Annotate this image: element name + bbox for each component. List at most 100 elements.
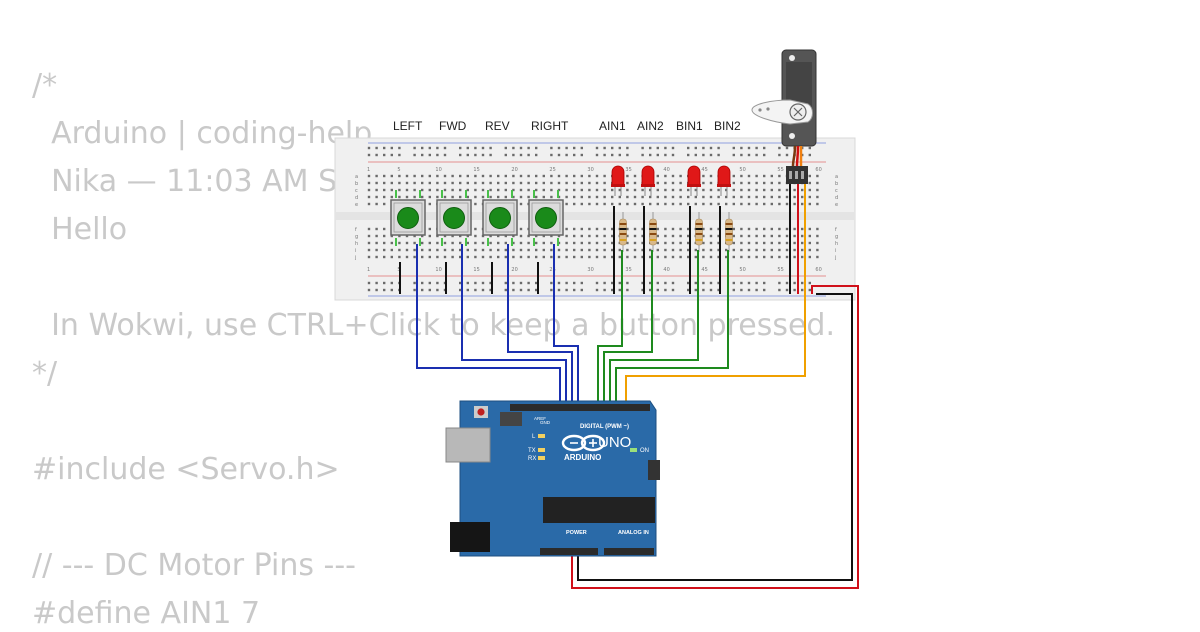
arduino-uno-board[interactable]: UNO ARDUINO DIGITAL (PWM ~) ANALOG IN PO… bbox=[445, 400, 660, 557]
breadboard-hole bbox=[656, 174, 659, 178]
breadboard-hole bbox=[519, 281, 523, 285]
breadboard-hole bbox=[747, 202, 751, 206]
breadboard-hole bbox=[588, 248, 591, 252]
column-number: 20 bbox=[511, 167, 517, 173]
breadboard-hole bbox=[595, 288, 599, 292]
breadboard-hole bbox=[641, 255, 644, 259]
breadboard-hole bbox=[466, 281, 469, 285]
breadboard-hole bbox=[383, 227, 386, 231]
tx-label: TX bbox=[528, 448, 536, 454]
breadboard-hole bbox=[641, 281, 644, 285]
breadboard-hole bbox=[626, 281, 629, 285]
breadboard-hole bbox=[580, 153, 583, 157]
breadboard-hole bbox=[679, 174, 682, 178]
breadboard-hole bbox=[367, 153, 371, 157]
breadboard-hole bbox=[747, 234, 751, 238]
breadboard-hole bbox=[375, 255, 378, 259]
pushbutton-fwd[interactable] bbox=[436, 190, 472, 246]
column-number: 40 bbox=[663, 167, 669, 173]
column-number: 40 bbox=[663, 267, 669, 273]
breadboard-hole bbox=[694, 281, 697, 285]
breadboard-hole bbox=[747, 195, 751, 199]
breadboard-hole bbox=[580, 181, 583, 185]
breadboard-hole bbox=[413, 174, 416, 178]
breadboard-hole bbox=[519, 195, 523, 199]
breadboard-hole bbox=[504, 281, 507, 285]
breadboard-hole bbox=[565, 241, 568, 245]
breadboard-hole bbox=[390, 255, 393, 259]
board-brand: ARDUINO bbox=[564, 453, 601, 462]
breadboard-hole bbox=[641, 241, 644, 245]
breadboard-hole bbox=[535, 195, 538, 199]
breadboard-hole bbox=[740, 227, 743, 231]
pushbuttons bbox=[390, 190, 564, 246]
breadboard-hole bbox=[816, 195, 819, 199]
row-letter: f bbox=[355, 227, 357, 233]
breadboard-hole bbox=[626, 241, 629, 245]
led-bin1 bbox=[687, 165, 701, 196]
breadboard-hole bbox=[778, 281, 781, 285]
breadboard-hole bbox=[732, 234, 735, 238]
breadboard-hole bbox=[732, 146, 735, 150]
breadboard-hole bbox=[603, 202, 606, 206]
breadboard-hole bbox=[375, 288, 378, 292]
breadboard-hole bbox=[664, 146, 667, 150]
breadboard-hole bbox=[443, 188, 447, 192]
pushbutton-rev[interactable] bbox=[482, 190, 518, 246]
breadboard-hole bbox=[512, 248, 515, 252]
breadboard-hole bbox=[550, 255, 553, 259]
pushbutton-right[interactable] bbox=[528, 190, 564, 246]
breadboard-hole bbox=[466, 181, 469, 185]
breadboard-hole bbox=[808, 288, 811, 292]
breadboard-hole bbox=[763, 241, 766, 245]
breadboard-hole bbox=[816, 255, 819, 259]
breadboard-hole bbox=[481, 181, 485, 185]
breadboard-hole bbox=[740, 174, 743, 178]
breadboard-hole bbox=[747, 281, 751, 285]
breadboard-hole bbox=[603, 288, 606, 292]
column-number: 1 bbox=[367, 267, 370, 273]
breadboard-hole bbox=[390, 181, 393, 185]
breadboard-hole bbox=[770, 188, 773, 192]
breadboard-hole bbox=[808, 153, 811, 157]
digital-label: DIGITAL (PWM ~) bbox=[580, 424, 629, 430]
breadboard-hole bbox=[375, 234, 378, 238]
breadboard-hole bbox=[603, 227, 606, 231]
breadboard-hole bbox=[466, 248, 469, 252]
breadboard-hole bbox=[649, 248, 652, 252]
breadboard-hole bbox=[550, 281, 553, 285]
pushbutton-left[interactable] bbox=[390, 190, 426, 246]
breadboard-hole bbox=[519, 255, 523, 259]
breadboard-hole bbox=[709, 146, 713, 150]
breadboard-hole bbox=[633, 181, 637, 185]
arduino-logo-icon bbox=[561, 434, 606, 452]
breadboard-hole bbox=[436, 195, 439, 199]
breadboard-hole bbox=[702, 153, 705, 157]
breadboard-hole bbox=[375, 281, 378, 285]
breadboard-hole bbox=[519, 181, 523, 185]
breadboard-hole bbox=[595, 255, 599, 259]
breadboard-hole bbox=[732, 202, 735, 206]
breadboard-hole bbox=[778, 234, 781, 238]
breadboard-hole bbox=[527, 146, 530, 150]
servo-motor[interactable] bbox=[751, 49, 817, 184]
breadboard-hole bbox=[603, 174, 606, 178]
breadboard-hole bbox=[732, 174, 735, 178]
breadboard-hole bbox=[611, 255, 614, 259]
breadboard-hole bbox=[375, 202, 378, 206]
breadboard-hole bbox=[573, 281, 576, 285]
breadboard-hole bbox=[687, 255, 690, 259]
breadboard-hole bbox=[565, 174, 568, 178]
breadboard-hole bbox=[626, 248, 629, 252]
led-ain2 bbox=[641, 165, 655, 196]
breadboard-hole bbox=[626, 234, 629, 238]
breadboard-hole bbox=[717, 234, 720, 238]
breadboard-hole bbox=[497, 188, 500, 192]
row-letter: b bbox=[355, 181, 358, 187]
breadboard-hole bbox=[459, 195, 462, 199]
breadboard-hole bbox=[557, 288, 561, 292]
breadboard-hole bbox=[489, 146, 492, 150]
button-label-fwd: FWD bbox=[439, 119, 467, 133]
breadboard-hole bbox=[641, 188, 644, 192]
